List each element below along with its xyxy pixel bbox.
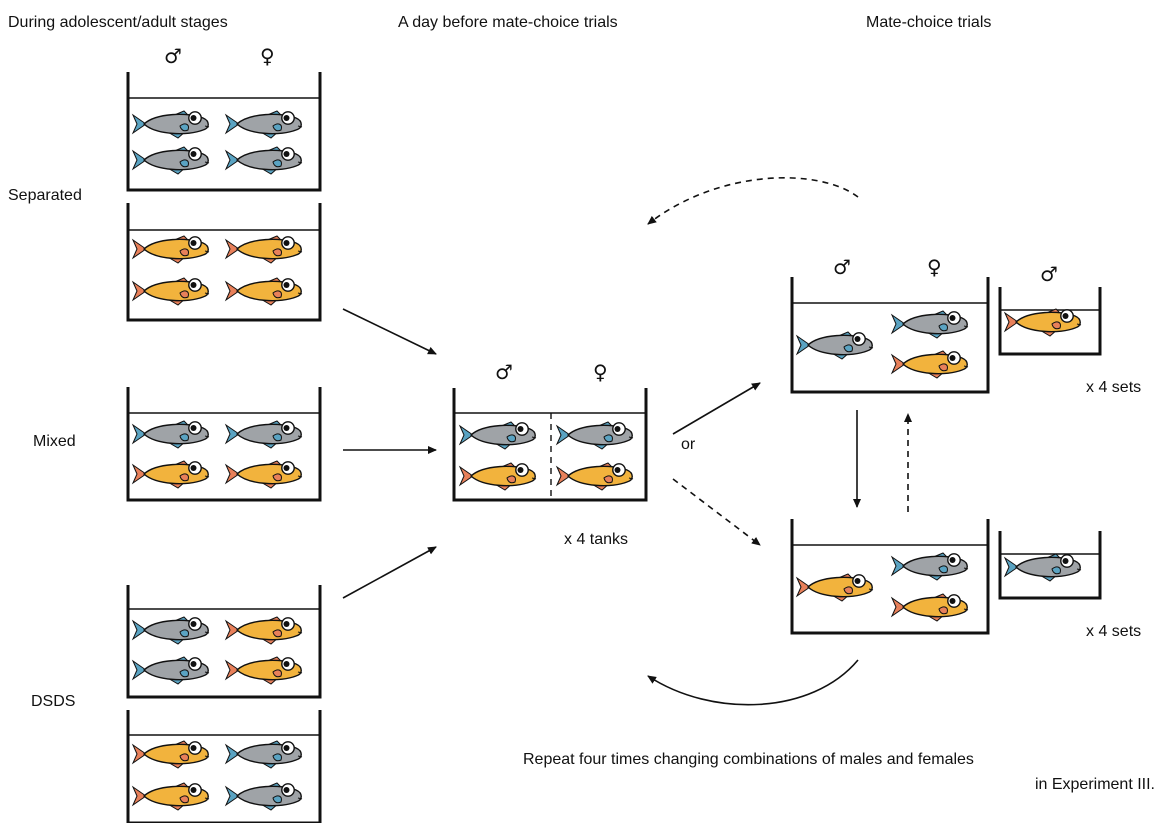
arrow-dsds-to-daybefore (342, 546, 437, 599)
female-symbol-trial: ♀ (927, 255, 942, 279)
tank-dsds-2 (126, 710, 322, 823)
fish-mixed-3 (131, 460, 210, 489)
male-symbol-reserve: ♂ (1040, 262, 1058, 286)
fish-trial-bottom-male (795, 573, 874, 602)
fish-dsds-1 (131, 616, 210, 645)
or-label: or (681, 436, 696, 453)
male-symbol-left: ♂ (164, 44, 182, 68)
fish-mixed-4 (224, 460, 303, 489)
arrow-loop-bottom (647, 659, 859, 706)
sets-count-label-bottom: x 4 sets (1086, 623, 1142, 640)
fish-dsds-4 (224, 656, 303, 685)
fish-dsds-2 (224, 616, 303, 645)
fish-sep-female-2 (224, 235, 303, 264)
arrow-separated-to-daybefore (342, 308, 437, 355)
fish-trial-bottom-female-2 (890, 593, 969, 622)
header-adolescent-adult: During adolescent/adult stages (8, 14, 228, 31)
fish-trial-top-female-1 (890, 310, 969, 339)
fish-sep-male-1 (131, 110, 210, 139)
tank-reserve-bottom (998, 531, 1102, 600)
group-label-separated: Separated (8, 187, 82, 204)
tank-separated-males (126, 72, 322, 192)
female-symbol-middle: ♀ (593, 360, 608, 384)
fish-sep-male-2 (224, 110, 303, 139)
fish-daybefore-1 (458, 421, 537, 450)
fish-trial-bottom-female-1 (890, 552, 969, 581)
tank-dsds-1 (126, 585, 322, 699)
fish-daybefore-4 (555, 462, 634, 491)
repeat-note-line2: in Experiment III. (1034, 776, 1155, 793)
tank-day-before (452, 388, 648, 502)
sets-count-label-top: x 4 sets (1086, 379, 1142, 396)
fish-mixed-2 (224, 420, 303, 449)
fish-dsds-6 (224, 740, 303, 769)
fish-dsds-7 (131, 782, 210, 811)
fish-mixed-1 (131, 420, 210, 449)
fish-sep-female-1 (131, 235, 210, 264)
fish-dsds-8 (224, 782, 303, 811)
tank-trial-top (790, 277, 990, 394)
fish-dsds-3 (131, 656, 210, 685)
fish-daybefore-2 (555, 421, 634, 450)
repeat-note-line1: Repeat four times changing combinations … (523, 751, 974, 768)
fish-reserve-top (1003, 308, 1082, 337)
fish-reserve-bottom (1003, 553, 1082, 582)
arrow-loop-top (647, 177, 859, 225)
tank-mixed (126, 387, 322, 502)
tank-trial-bottom (790, 519, 990, 635)
fish-sep-male-3 (131, 146, 210, 175)
tank-reserve-top (998, 287, 1102, 356)
arrow-daybefore-to-trial-top (672, 382, 761, 435)
header-mate-choice: Mate-choice trials (866, 14, 992, 31)
fish-sep-female-3 (131, 277, 210, 306)
arrow-daybefore-to-trial-bottom (672, 478, 761, 546)
group-label-dsds: DSDS (31, 693, 76, 710)
female-symbol-left: ♀ (260, 44, 275, 68)
fish-sep-female-4 (224, 277, 303, 306)
fish-daybefore-3 (458, 462, 537, 491)
male-symbol-trial: ♂ (833, 255, 851, 279)
male-symbol-middle: ♂ (495, 360, 513, 384)
fish-sep-male-4 (224, 146, 303, 175)
group-label-mixed: Mixed (33, 433, 76, 450)
tanks-count-label: x 4 tanks (564, 531, 629, 548)
fish-trial-top-male (795, 331, 874, 360)
header-day-before: A day before mate-choice trials (398, 14, 618, 31)
fish-trial-top-female-2 (890, 350, 969, 379)
tank-separated-females (126, 203, 322, 322)
fish-dsds-5 (131, 740, 210, 769)
